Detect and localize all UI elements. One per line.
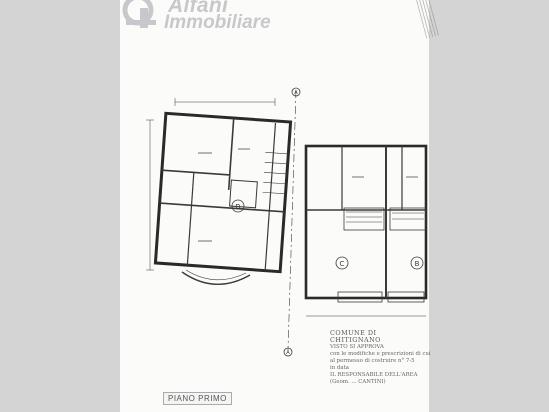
stamp-line: con le modifiche e prescrizioni di cui xyxy=(330,351,431,357)
stamp-line: IL RESPONSABILE DELL'AREA xyxy=(330,372,418,378)
section-mark-top: A xyxy=(294,90,298,96)
brand-mark-icon xyxy=(122,0,156,28)
stamp-line: in data xyxy=(330,365,349,371)
unit-label-d: D xyxy=(235,203,240,211)
floor-plan-drawing: D C B A A xyxy=(146,87,428,357)
brand-name-line2: Immobiliare xyxy=(164,12,271,33)
unit-label-c: C xyxy=(340,260,345,268)
brand-logo: Alfani Immobiliare xyxy=(122,0,322,40)
stamp-title: COMUNE DI CHITIGNANO xyxy=(330,329,381,344)
right-background xyxy=(429,0,549,412)
approval-stamp: COMUNE DI CHITIGNANO VISTO SI APPROVA co… xyxy=(330,329,431,386)
document-sheet xyxy=(120,0,429,412)
left-background xyxy=(0,0,120,412)
section-mark-bottom: A xyxy=(286,350,290,356)
floor-label: PIANO PRIMO xyxy=(163,392,232,405)
stamp-line: al permesso di costruire n° 7-5 xyxy=(330,358,415,364)
unit-label-b: B xyxy=(415,260,420,268)
stamp-line: VISTO SI APPROVA xyxy=(330,344,384,350)
brand-name-line1: Alfani xyxy=(168,0,229,17)
stamp-line: (Geom. ... CANTINI) xyxy=(330,379,386,385)
